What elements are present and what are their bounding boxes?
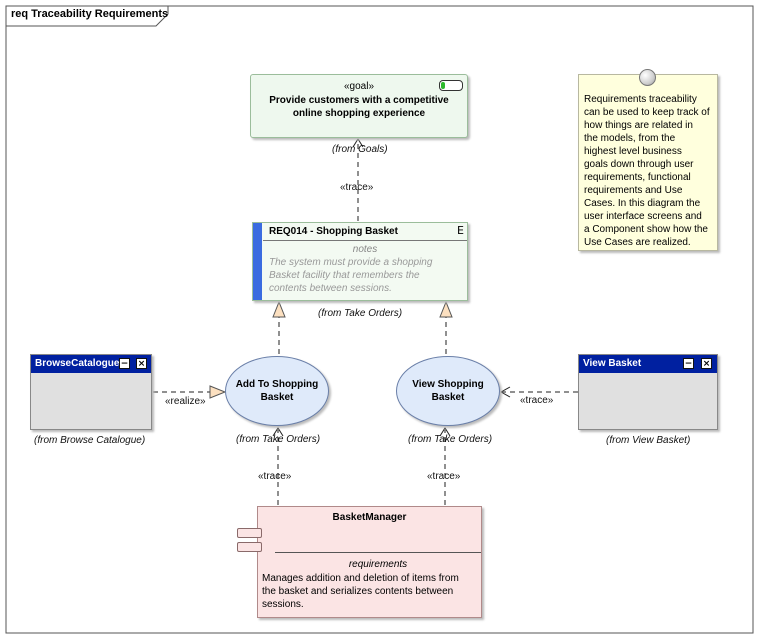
- view-basket-from-label: (from View Basket): [606, 435, 691, 446]
- view-basket-title: View Basket: [583, 358, 642, 369]
- use-case-add-to-basket[interactable]: Add To Shopping Basket: [225, 356, 329, 426]
- requirement-notes-line1: The system must provide a shopping: [269, 257, 433, 268]
- use-case-view-line1: View Shopping: [412, 379, 484, 390]
- trace-label-comp-view: «trace»: [427, 471, 461, 482]
- goal-stereotype: «goal»: [343, 81, 375, 92]
- pin-icon: [639, 69, 656, 86]
- component-port-icon: [237, 542, 262, 552]
- requirement-color-bar: [253, 223, 262, 300]
- browse-catalogue-title: BrowseCatalogue: [35, 358, 120, 369]
- goal-icon-fill: [441, 82, 445, 89]
- requirement-notes-line3: contents between sessions.: [269, 283, 392, 294]
- note-line: Cases. In this diagram the: [584, 198, 701, 209]
- requirement-title: REQ014 - Shopping Basket: [269, 226, 398, 237]
- realize-label: «realize»: [165, 396, 206, 407]
- use-case-add-line1: Add To Shopping: [235, 379, 319, 390]
- component-basket-manager[interactable]: BasketManager requirements Manages addit…: [257, 506, 482, 618]
- view-basket-screen[interactable]: View Basket − ×: [578, 354, 718, 430]
- requirement-divider: [263, 240, 467, 241]
- browse-catalogue-screen[interactable]: BrowseCatalogue − ×: [30, 354, 152, 430]
- trace-label-view: «trace»: [520, 395, 554, 406]
- browse-catalogue-header: BrowseCatalogue − ×: [31, 355, 151, 373]
- requirement-notes-title: notes: [352, 244, 378, 255]
- component-requirements-title: requirements: [348, 559, 408, 570]
- note-line: a Component show how the: [584, 224, 708, 235]
- note-line: Use Cases are realized.: [584, 237, 691, 248]
- requirement-notes: The system must provide a shopping Baske…: [269, 256, 459, 295]
- component-requirements-line2: the basket and serializes contents betwe…: [262, 586, 454, 597]
- use-case-view-from-label: (from Take Orders): [408, 434, 493, 445]
- realize-arrowhead-browse: [209, 385, 227, 399]
- use-case-add-line2: Basket: [260, 392, 294, 403]
- goal-from-label: (from Goals): [332, 144, 388, 155]
- realize-arrowhead-view: [439, 300, 453, 318]
- goal-element[interactable]: «goal» Provide customers with a competit…: [250, 74, 468, 138]
- requirement-glyph-icon: E: [457, 224, 464, 237]
- requirement-from-label: (from Take Orders): [318, 308, 403, 319]
- note-element[interactable]: Requirements traceability can be used to…: [578, 74, 718, 251]
- trace-arrow-comp-view: [439, 427, 451, 437]
- realize-arrowhead-add: [272, 300, 286, 318]
- note-line: requirements and Use: [584, 185, 683, 196]
- note-line: requirements, functional: [584, 172, 691, 183]
- frame-title: req Traceability Requirements: [11, 8, 169, 20]
- note-line: highest level business: [584, 146, 682, 157]
- trace-arrow-goal: [352, 138, 364, 148]
- browse-catalogue-from-label: (from Browse Catalogue): [34, 435, 146, 446]
- trace-label-comp-add: «trace»: [258, 471, 292, 482]
- frame-tab: [5, 5, 169, 27]
- close-icon[interactable]: ×: [136, 358, 147, 369]
- use-case-view-label: View Shopping Basket: [403, 378, 493, 404]
- note-line: can be used to keep track of: [584, 107, 710, 118]
- use-case-view-basket[interactable]: View Shopping Basket: [396, 356, 500, 426]
- trace-label-goal: «trace»: [340, 182, 374, 193]
- note-line: goals down through user: [584, 159, 694, 170]
- minimize-icon[interactable]: −: [119, 358, 130, 369]
- trace-arrow-comp-add: [272, 427, 284, 437]
- goal-icon: [439, 80, 463, 91]
- goal-name: Provide customers with a competitive onl…: [251, 94, 467, 120]
- component-requirements-text: Manages addition and deletion of items f…: [262, 572, 477, 611]
- goal-name-line2: online shopping experience: [292, 108, 426, 119]
- component-requirements-line1: Manages addition and deletion of items f…: [262, 573, 459, 584]
- component-divider: [275, 552, 481, 553]
- component-title: BasketManager: [332, 512, 407, 523]
- note-text: Requirements traceability can be used to…: [584, 93, 716, 249]
- close-icon[interactable]: ×: [701, 358, 712, 369]
- use-case-add-from-label: (from Take Orders): [236, 434, 321, 445]
- use-case-add-label: Add To Shopping Basket: [232, 378, 322, 404]
- use-case-view-line2: Basket: [431, 392, 465, 403]
- view-basket-header: View Basket − ×: [579, 355, 717, 373]
- goal-name-line1: Provide customers with a competitive: [269, 95, 449, 106]
- note-line: how things are related in: [584, 120, 693, 131]
- requirement-notes-line2: Basket facility that remembers the: [269, 270, 420, 281]
- note-line: the models, from the: [584, 133, 676, 144]
- requirement-element[interactable]: REQ014 - Shopping Basket E notes The sys…: [252, 222, 468, 301]
- note-line: Requirements traceability: [584, 94, 697, 105]
- component-requirements-line3: sessions.: [262, 599, 304, 610]
- diagram-frame: [5, 5, 754, 634]
- trace-arrow-view: [499, 386, 511, 398]
- note-line: user interface screens and: [584, 211, 702, 222]
- component-port-icon: [237, 528, 262, 538]
- minimize-icon[interactable]: −: [683, 358, 694, 369]
